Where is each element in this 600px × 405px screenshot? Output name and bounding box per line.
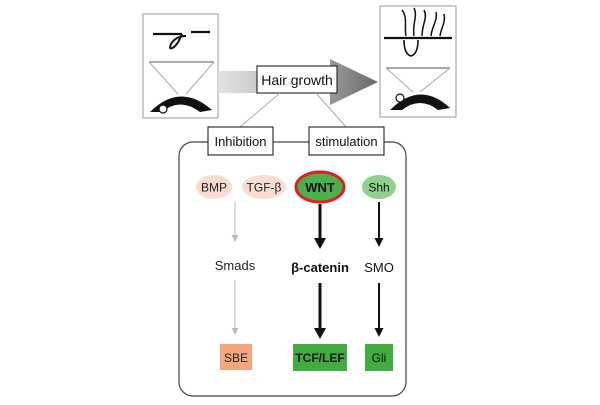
resting-zoom-line-right [185,61,215,95]
arrow-wnt-to-catenin-head [314,238,326,249]
sbe-box[interactable] [220,344,252,370]
growing-papilla [395,93,405,103]
arrow-shh-to-smo-head [374,238,384,247]
hair-growth-label: Hair growth [261,72,333,88]
connector-stimulation [315,92,347,128]
growing-bulb-shape [390,94,450,110]
wnt-node[interactable] [294,170,346,204]
tgf-beta-node[interactable] [242,175,286,199]
tcf-lef-box[interactable] [293,344,347,371]
bmp-label: BMP [201,181,227,195]
growing-zoom-line-left [385,67,414,93]
gli-box[interactable] [365,344,393,371]
smo-label: SMO [364,260,394,275]
arrow-smads-to-sbe-head [231,328,239,335]
pathway-panel [178,141,407,397]
stimulation-label: stimulation [315,134,377,149]
arrow-catenin-to-tcf-head [314,328,326,339]
growing-follicle-shaft [403,39,419,57]
hair-growth-box [256,65,338,94]
growing-zoom-line-right [419,67,451,93]
shh-node[interactable] [362,175,396,199]
inhibition-box[interactable] [207,126,274,156]
bmp-node[interactable] [196,175,232,199]
resting-skin-line [153,30,210,36]
connector-inhibition [239,92,281,128]
wnt-label: WNT [305,180,335,195]
gli-label: Gli [372,351,387,365]
tgf-beta-label: TGF-β [247,181,282,195]
beta-catenin-label: β-catenin [291,260,349,275]
resting-follicle-illustration [142,13,219,119]
shh-label: Shh [368,181,389,195]
growing-hair-strands [401,7,446,37]
resting-hair-loop [169,33,187,50]
resting-zoom-line-left [148,61,179,95]
smads-label: Smads [215,258,256,273]
resting-papilla [158,104,168,114]
arrow-ligand-to-smads-head [231,235,239,242]
stimulation-box[interactable] [308,126,385,156]
tcf-lef-label: TCF/LEF [295,351,344,365]
sbe-label: SBE [224,351,248,365]
arrow-smo-to-gli-head [374,328,384,337]
inhibition-label: Inhibition [214,134,266,149]
growing-follicle-illustration [379,5,457,118]
